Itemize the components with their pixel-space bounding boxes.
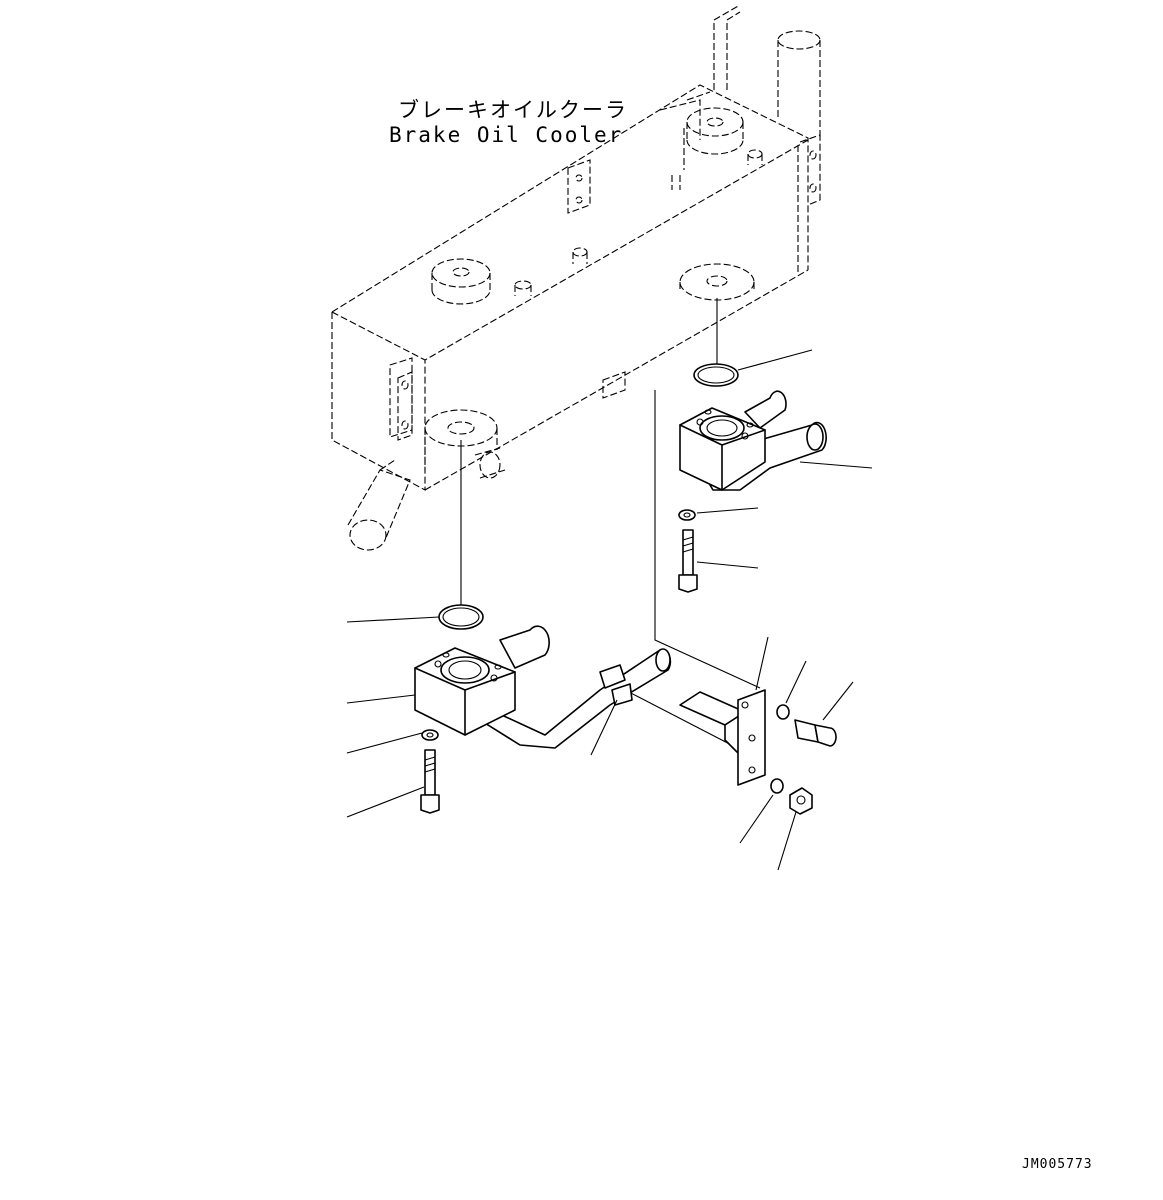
lower-flange-elbow <box>414 604 672 814</box>
bracket-washer-bottom <box>770 778 784 794</box>
bracket-nut <box>789 787 813 815</box>
oil-cooler-body <box>331 4 821 551</box>
lower-o-ring <box>438 604 484 630</box>
upper-washer <box>678 509 696 521</box>
title-english: Brake Oil Cooler <box>389 123 623 147</box>
bracket-washer-top <box>776 704 790 720</box>
leader-lines <box>346 349 873 871</box>
title-japanese: ブレーキオイルクーラ <box>398 98 628 122</box>
lower-bolt <box>424 749 436 796</box>
mounting-bracket <box>679 689 837 815</box>
bracket-bolt <box>794 719 819 743</box>
assembly-center-lines <box>460 298 761 753</box>
upper-o-ring <box>693 363 739 387</box>
upper-flange-elbow <box>678 363 827 593</box>
lower-washer <box>421 729 439 741</box>
drawing-code: JM005773 <box>1022 1157 1093 1172</box>
upper-bolt <box>682 529 694 576</box>
